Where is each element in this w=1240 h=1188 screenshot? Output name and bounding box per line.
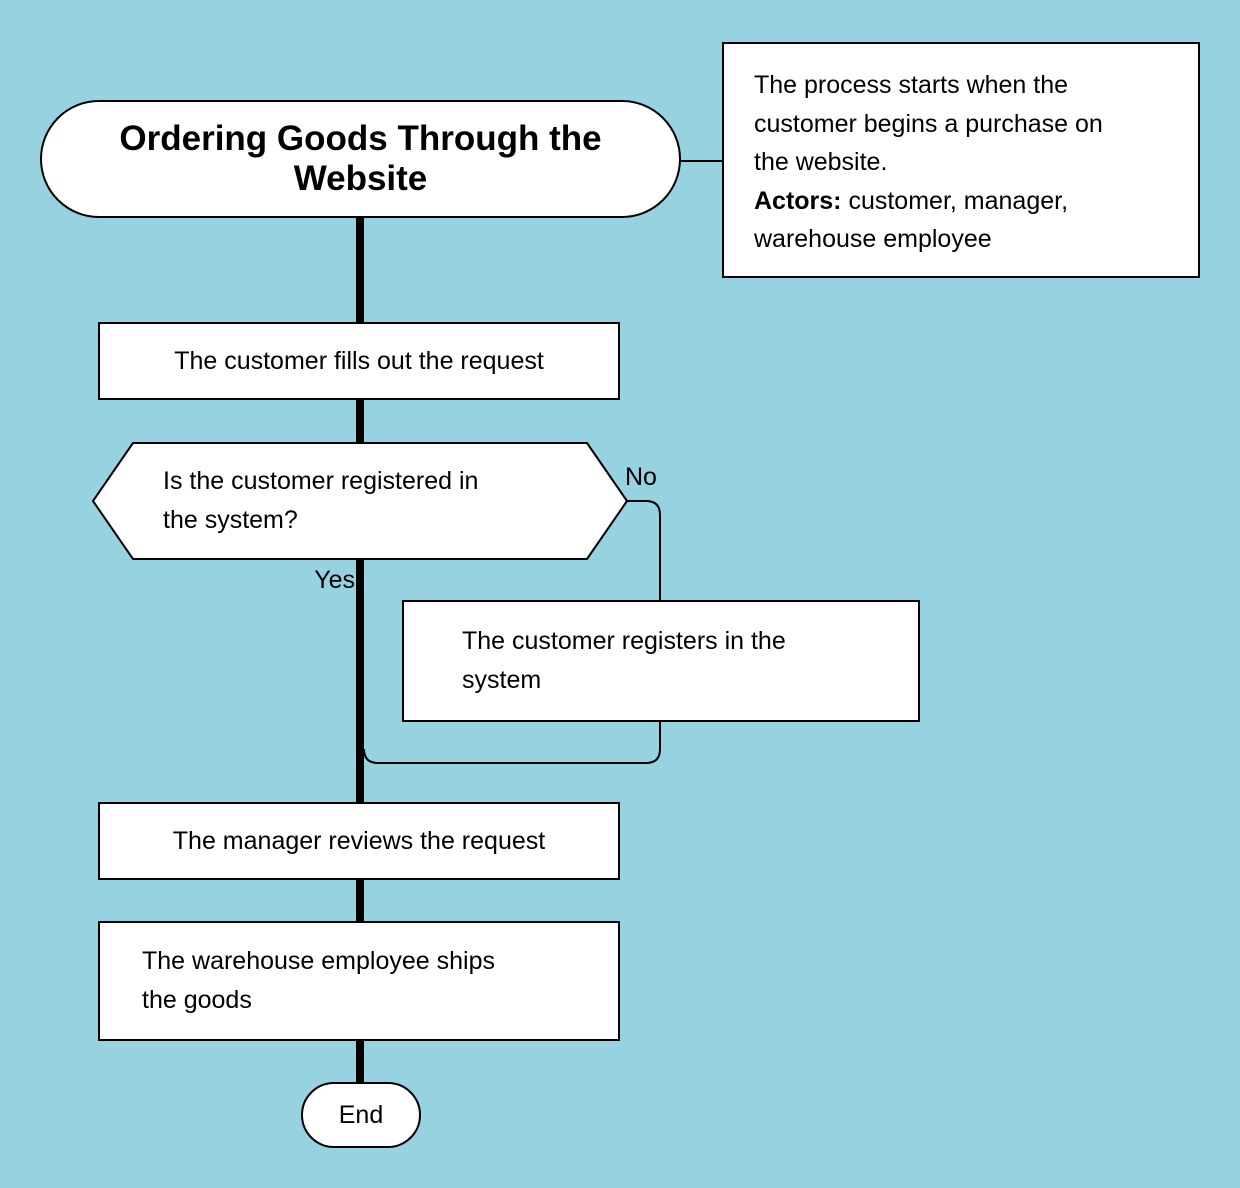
note-line: Actors: customer, manager,	[754, 182, 1184, 221]
decision-label-line1: Is the customer registered in	[163, 467, 479, 495]
start-node-label-line1: Ordering Goods Through the	[119, 119, 602, 158]
step-register: The customer registers in the system	[402, 600, 920, 722]
step-register-label-line1: The customer registers in the	[462, 627, 786, 655]
no-branch-connector	[363, 500, 661, 764]
edge-label-no: No	[625, 463, 657, 491]
decision-label-line2: the system?	[163, 506, 298, 534]
note-actors-text: customer, manager,	[841, 186, 1069, 215]
start-node: Ordering Goods Through the Website	[40, 100, 681, 218]
end-node: End	[301, 1082, 421, 1148]
note-actors-label: Actors:	[754, 186, 842, 215]
step-warehouse-ship: The warehouse employee ships the goods	[98, 921, 620, 1041]
process-note: The process starts when the customer beg…	[722, 42, 1200, 278]
note-line: customer begins a purchase on	[754, 109, 1103, 138]
step-warehouse-label-line1: The warehouse employee ships	[142, 947, 495, 975]
step-register-label-line2: system	[462, 666, 542, 694]
step-warehouse-label-line2: the goods	[142, 986, 252, 1014]
note-line: The process starts when the	[754, 71, 1069, 99]
end-node-label: End	[338, 1100, 384, 1129]
step-fill-request: The customer fills out the request	[98, 322, 620, 400]
start-node-label-line2: Website	[293, 159, 428, 198]
step-manager-review-label: The manager reviews the request	[172, 826, 546, 855]
step-manager-review: The manager reviews the request	[98, 802, 620, 880]
decision-node-text: Is the customer registered in the system…	[163, 462, 593, 540]
note-line: the website.	[754, 148, 888, 176]
edge-label-yes: Yes	[314, 566, 355, 594]
step-fill-request-label: The customer fills out the request	[174, 346, 544, 375]
note-line: warehouse employee	[754, 225, 992, 253]
